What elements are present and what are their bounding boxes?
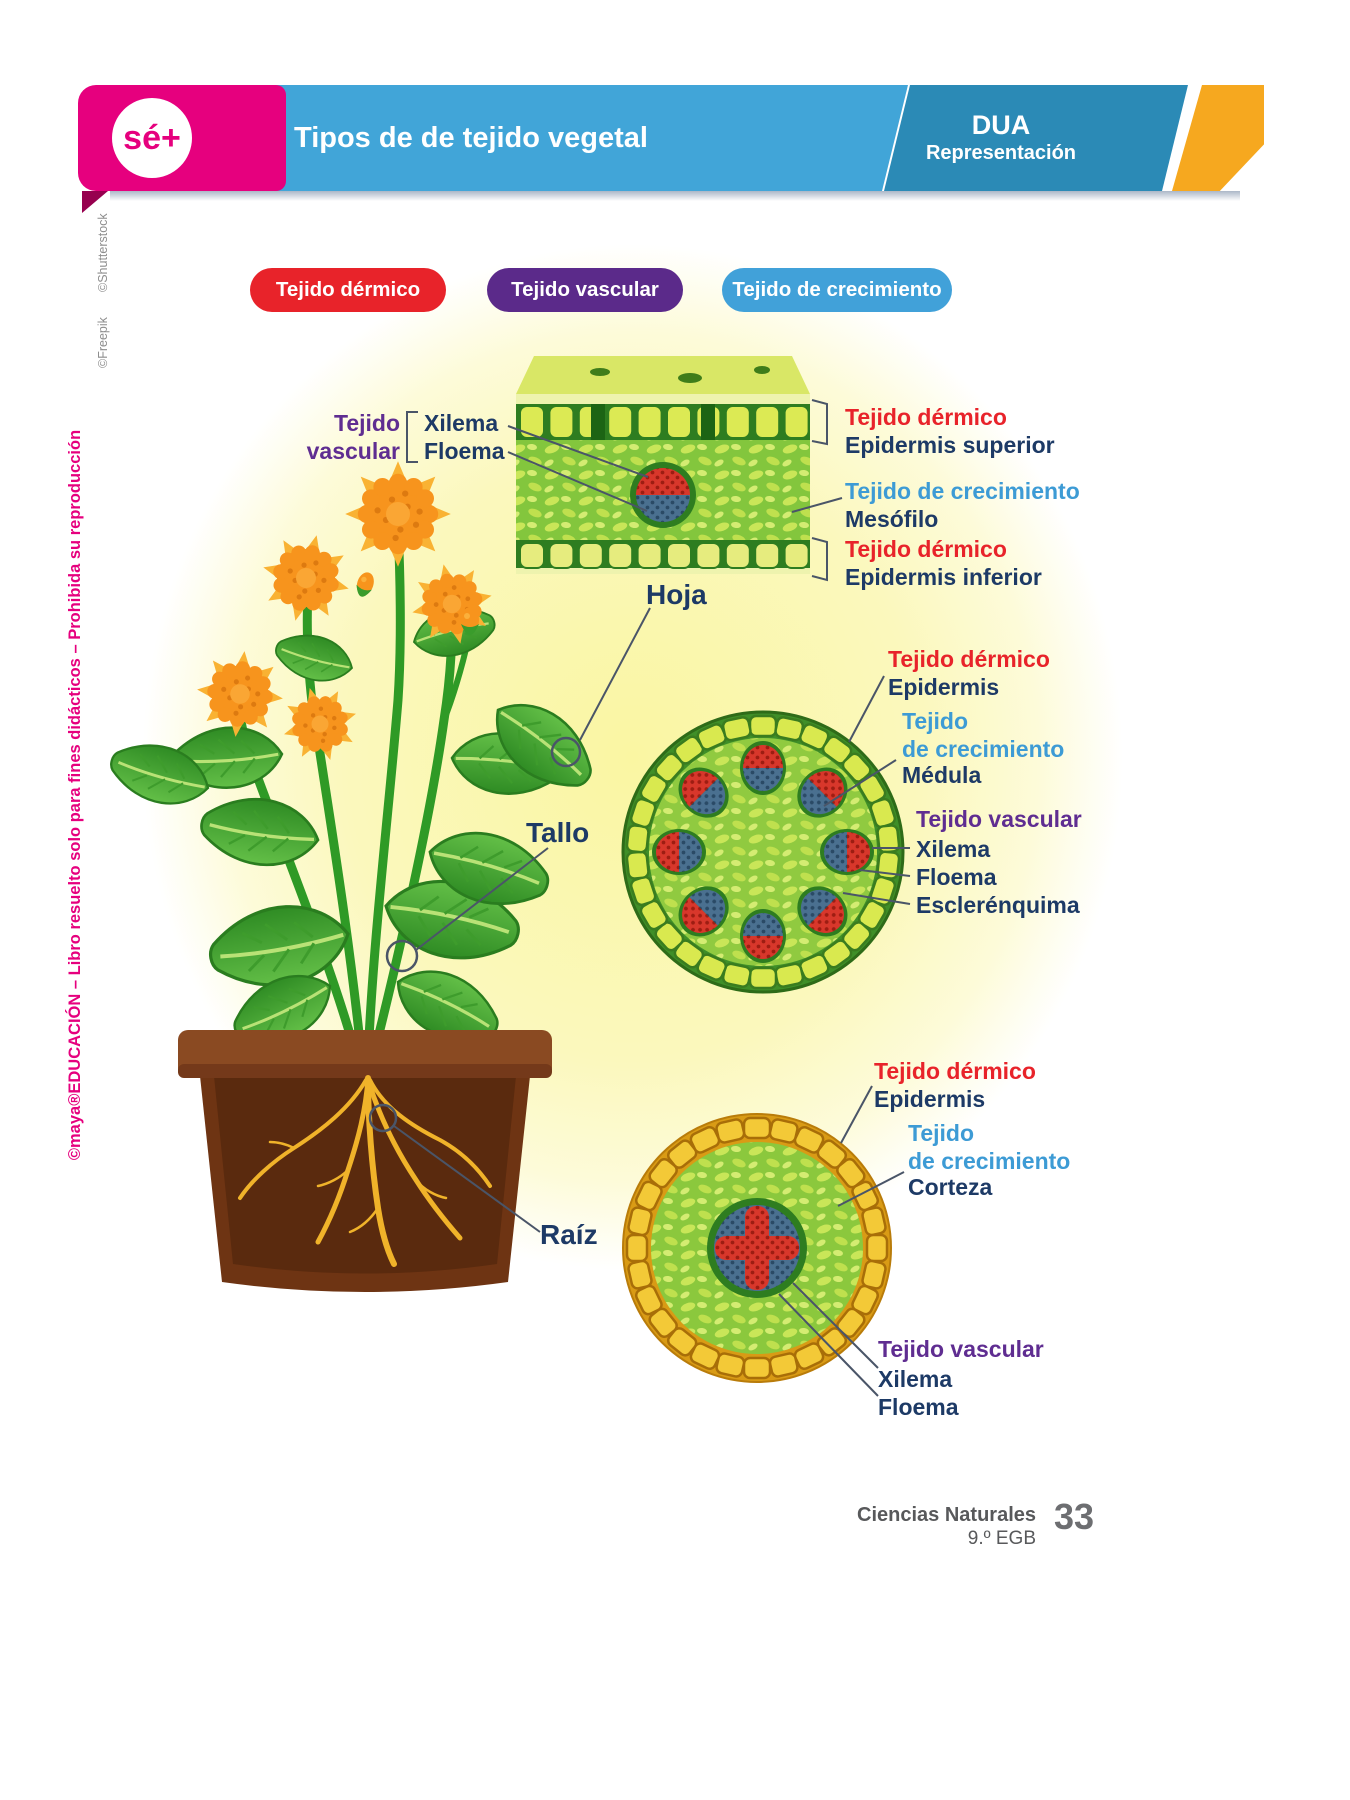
tallo-label-tejido-crecimiento: Tejido de crecimiento <box>902 708 1065 762</box>
credit-freepik: ©Freepik <box>96 317 110 368</box>
hoja-label-tejido-dermico-sup: Tejido dérmico <box>845 404 1007 430</box>
page-title: Tipos de de tejido vegetal <box>294 121 648 154</box>
raiz-label-tejido-dermico: Tejido dérmico <box>874 1058 1036 1084</box>
hoja-caption: Hoja <box>646 579 707 610</box>
dua-subtitle: Representación <box>925 141 1077 164</box>
background-glow <box>50 150 1290 1500</box>
tallo-label-medula: Médula <box>902 762 982 788</box>
hoja-label-tejido-dermico-inf: Tejido dérmico <box>845 536 1007 562</box>
brand-tab: sé+ <box>78 85 286 191</box>
dua-title: DUA <box>971 110 1031 141</box>
hoja-label-epidermis-superior: Epidermis superior <box>845 432 1055 458</box>
raiz-label-tejido-vascular: Tejido vascular <box>878 1336 1044 1362</box>
tallo-label-tejido-vascular: Tejido vascular <box>916 806 1082 832</box>
hoja-label-tejido-vascular: Tejido vascular <box>306 410 400 464</box>
raiz-label-epidermis: Epidermis <box>874 1086 986 1112</box>
raiz-label-xilema: Xilema <box>878 1366 953 1392</box>
tallo-caption: Tallo <box>526 817 590 848</box>
brand-tab-fold <box>82 191 108 213</box>
raiz-label-floema: Floema <box>878 1394 959 1420</box>
legend-tejido-vascular: Tejido vascular <box>487 268 683 312</box>
header-shadow <box>110 191 1240 201</box>
title-banner: Tipos de de tejido vegetal <box>246 85 908 191</box>
hoja-label-xilema: Xilema <box>424 410 499 436</box>
raiz-label-tejido-crecimiento: Tejido de crecimiento <box>908 1120 1071 1174</box>
hoja-label-mesofilo: Mesófilo <box>845 506 939 532</box>
tallo-label-esclerenquima: Esclerénquima <box>916 892 1080 918</box>
se-plus-logo-text: sé+ <box>123 118 181 157</box>
tallo-label-epidermis: Epidermis <box>888 674 1000 700</box>
copyright-vertical-text: ©maya®EDUCACIÓN – Libro resuelto solo pa… <box>66 429 84 1161</box>
hoja-label-floema: Floema <box>424 438 505 464</box>
credit-shutterstock: ©Shutterstock <box>96 213 110 292</box>
legend-tejido-dermico: Tejido dérmico <box>250 268 446 312</box>
tallo-label-floema: Floema <box>916 864 997 890</box>
dua-banner: DUA Representación <box>884 85 1188 191</box>
raiz-label-corteza: Corteza <box>908 1174 993 1200</box>
tallo-label-xilema: Xilema <box>916 836 991 862</box>
hoja-label-tejido-crecimiento: Tejido de crecimiento <box>845 478 1080 504</box>
tallo-label-tejido-dermico: Tejido dérmico <box>888 646 1050 672</box>
raiz-caption: Raíz <box>540 1219 598 1250</box>
footer-subject: Ciencias Naturales <box>857 1504 1036 1526</box>
footer-page-number: 33 <box>1054 1496 1095 1537</box>
hoja-label-epidermis-inferior: Epidermis inferior <box>845 564 1042 590</box>
footer-grade: 9.º EGB <box>967 1528 1036 1549</box>
se-plus-logo: sé+ <box>112 98 192 178</box>
legend-tejido-crecimiento: Tejido de crecimiento <box>722 268 952 312</box>
